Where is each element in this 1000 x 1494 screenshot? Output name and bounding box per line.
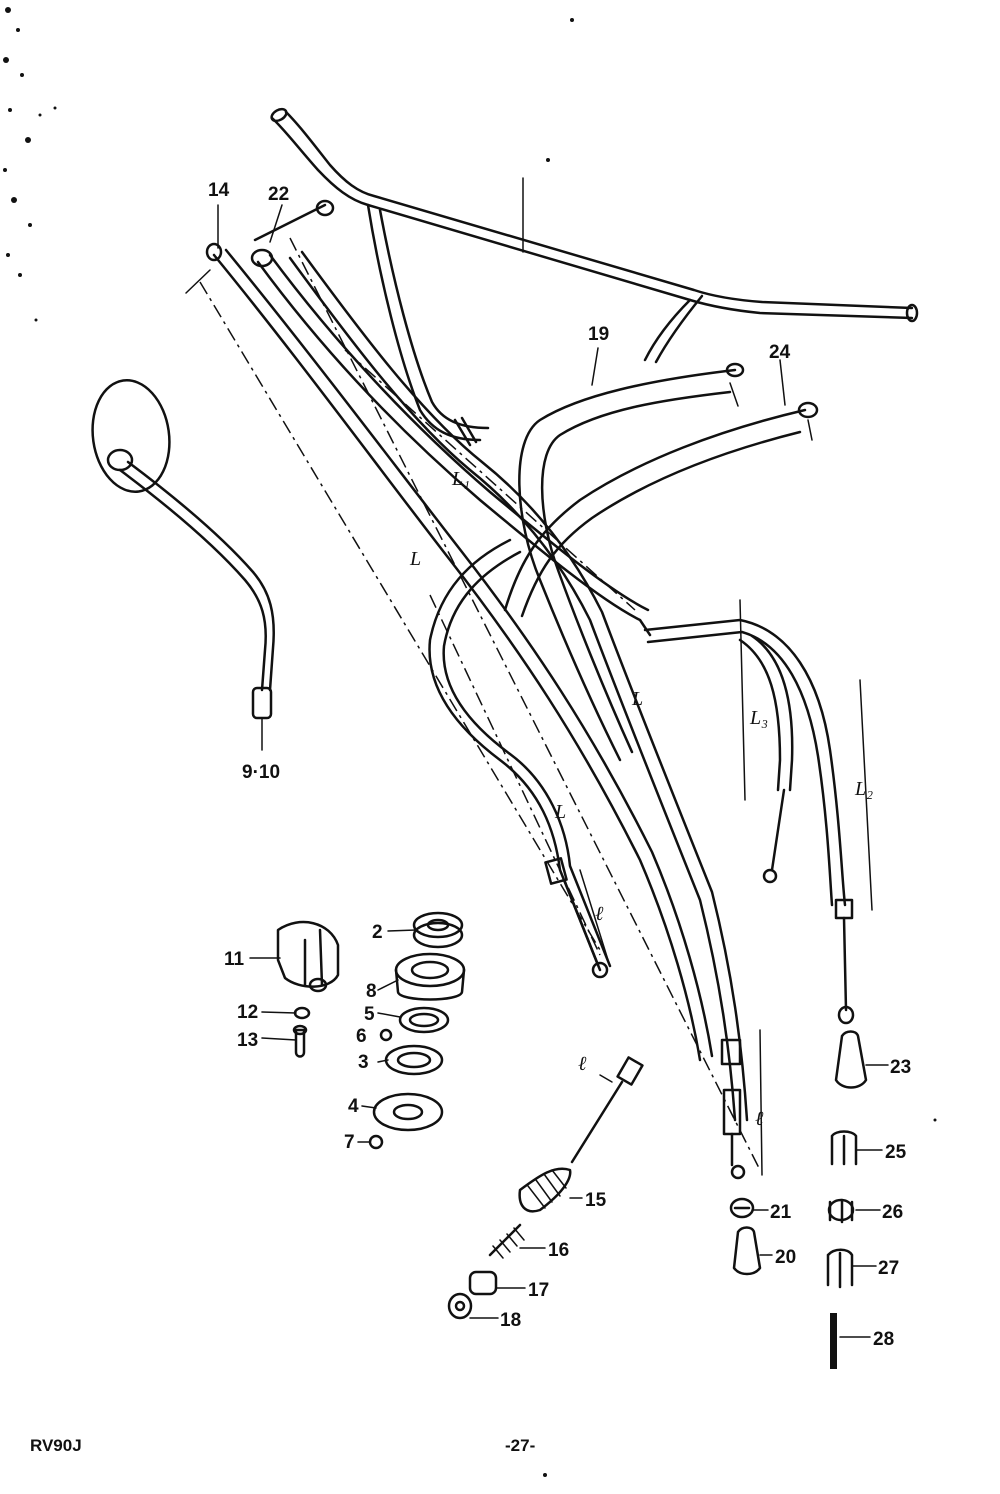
dim-L2: L₂	[854, 778, 873, 800]
callout-11: 11	[224, 949, 245, 970]
part-2-nut	[412, 911, 464, 949]
part-7-ball	[368, 1134, 384, 1150]
callout-8: 8	[366, 981, 377, 1002]
handlebar	[270, 107, 919, 447]
part-23-cap	[834, 1030, 868, 1089]
callout-16: 16	[548, 1240, 569, 1261]
part-15-spring-boot	[518, 1167, 572, 1213]
part-28-spring	[830, 1313, 837, 1369]
part-25-clip	[830, 1130, 858, 1166]
callout-4: 4	[348, 1096, 359, 1117]
dimension-labels: L L₁ L L L₃ L₂ ℓ ℓ ℓ	[409, 468, 873, 1130]
part-20-cap	[732, 1226, 762, 1276]
callout-2: 2	[372, 922, 383, 943]
steering-parts	[276, 911, 466, 1150]
dim-L3: L₃	[749, 707, 768, 729]
callout-5: 5	[364, 1004, 375, 1025]
dim-L-lower: L	[554, 801, 566, 823]
callout-25: 25	[885, 1142, 907, 1163]
callout-7: 7	[344, 1132, 355, 1153]
callout-17: 17	[528, 1280, 549, 1301]
callout-15: 15	[585, 1190, 607, 1211]
callout-leaders	[217, 204, 889, 1338]
callout-19: 19	[588, 324, 609, 345]
dim-L1: L₁	[451, 468, 470, 490]
dim-L-center: L	[631, 688, 643, 710]
throttle-parts	[447, 1167, 572, 1320]
callout-labels: 14 22 19 24 9·10 11 12 13 2 8 5 6 3 4 7 …	[208, 180, 911, 1350]
callout-23: 23	[890, 1057, 911, 1078]
page-number: -27-	[505, 1436, 536, 1455]
mirror	[91, 379, 275, 751]
part-16-spring	[488, 1223, 525, 1259]
part-18-nut	[447, 1292, 473, 1320]
part-21-nut	[729, 1197, 755, 1219]
part-8-bearing-cup	[394, 952, 466, 1001]
part-5-race	[398, 1006, 450, 1034]
part-4-washer	[372, 1092, 444, 1132]
model-code: RV90J	[30, 1436, 82, 1455]
callout-3: 3	[358, 1052, 369, 1073]
part-12-washer	[293, 1006, 311, 1020]
part-3-race	[384, 1044, 444, 1076]
part-6-ball	[379, 1028, 393, 1042]
part-13-bolt	[292, 1024, 308, 1058]
callout-14: 14	[208, 180, 230, 201]
callout-12: 12	[237, 1002, 258, 1023]
dim-l-cable-b: ℓ	[578, 1053, 587, 1075]
part-27-clip	[826, 1248, 854, 1289]
callout-6: 6	[356, 1026, 367, 1047]
scan-speckles	[3, 7, 937, 1477]
callout-24: 24	[769, 342, 791, 363]
dim-l-cable-c: ℓ	[755, 1108, 764, 1130]
control-cables	[205, 199, 855, 1180]
dim-l-cable-a: ℓ	[595, 903, 604, 925]
callout-9-10: 9·10	[242, 762, 280, 783]
part-17-adjuster	[468, 1270, 498, 1296]
callout-21: 21	[770, 1202, 792, 1223]
callout-28: 28	[873, 1329, 894, 1350]
callout-13: 13	[237, 1030, 258, 1051]
callout-27: 27	[878, 1258, 899, 1279]
callout-20: 20	[775, 1247, 796, 1268]
callout-18: 18	[500, 1310, 521, 1331]
dimension-lines	[185, 237, 873, 1176]
dim-L-left: L	[409, 548, 421, 570]
part-26-clip	[827, 1198, 855, 1224]
callout-26: 26	[882, 1202, 903, 1223]
right-small-parts	[729, 1030, 868, 1369]
callout-22: 22	[268, 184, 289, 205]
part-11-housing	[276, 920, 340, 993]
